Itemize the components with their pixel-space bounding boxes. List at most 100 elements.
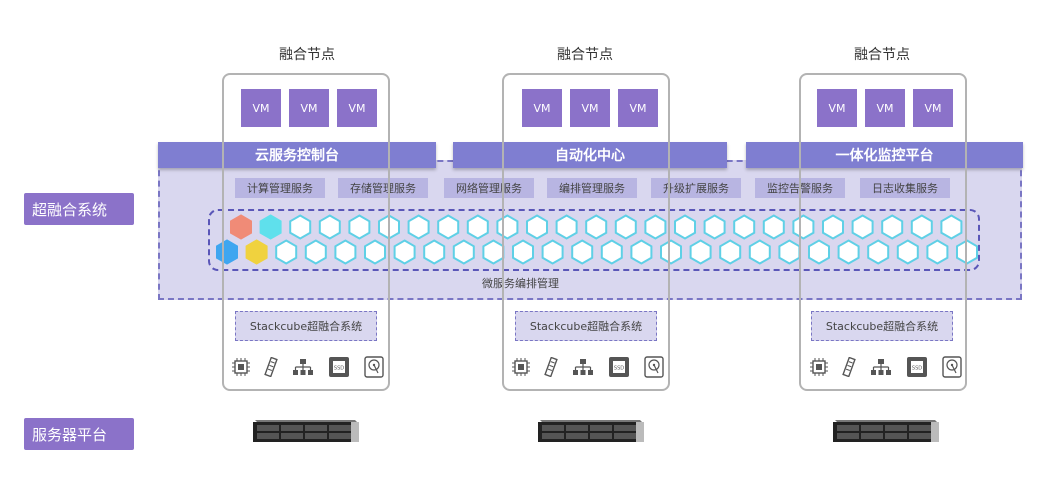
microservice-hexagon <box>808 239 830 265</box>
microservice-hexagon <box>614 214 637 240</box>
stackcube-box: Stackcube超融合系统 <box>515 311 657 341</box>
node-title: 融合节点 <box>557 47 613 63</box>
server-rack-icon <box>538 420 644 442</box>
microservice-hexagon <box>318 214 341 240</box>
microservice-hexagon <box>304 239 327 265</box>
network-icon <box>293 359 313 375</box>
microservice-hexagon <box>348 214 371 240</box>
hdd-icon <box>644 356 664 378</box>
microservice-hexagon <box>437 214 460 240</box>
service-chip: 存储管理服务 <box>338 178 428 198</box>
node-box <box>502 73 670 391</box>
microservice-hexagon <box>466 214 489 240</box>
microservice-hexagon <box>703 214 726 240</box>
microservice-hexagon <box>275 239 298 265</box>
microservice-hexagon <box>245 239 268 265</box>
vm-row: VM VM VM <box>522 89 658 127</box>
cpu-icon <box>232 358 250 376</box>
network-icon <box>871 359 891 375</box>
microservice-hexagon <box>660 239 682 265</box>
microservice-hexagon <box>940 214 963 240</box>
microservice-hexagon <box>526 214 548 240</box>
microservice-hexagon <box>689 239 712 265</box>
service-chip: 编排管理服务 <box>547 178 637 198</box>
band-monitoring-platform: 一体化监控平台 <box>746 142 1023 168</box>
microservice-hexagon <box>733 214 756 240</box>
microservice-hexagon <box>364 239 386 265</box>
vm-block: VM <box>618 89 658 127</box>
vm-block: VM <box>865 89 905 127</box>
ssd-icon: SSD <box>329 357 349 377</box>
microservice-hexagon <box>555 214 578 240</box>
ssd-icon: SSD <box>907 357 927 377</box>
microservice-hexagon <box>881 214 904 240</box>
microservice-hexagon <box>600 239 623 265</box>
node-title: 融合节点 <box>854 47 910 63</box>
vm-block: VM <box>913 89 953 127</box>
vm-block: VM <box>570 89 610 127</box>
microservice-hexagon <box>837 239 860 265</box>
microservice-hexagon <box>423 239 446 265</box>
vm-block: VM <box>337 89 377 127</box>
ssd-icon: SSD <box>609 357 629 377</box>
microservice-hexagon <box>289 214 312 240</box>
microservice-hexagon <box>482 239 505 265</box>
vm-block: VM <box>817 89 857 127</box>
memory-icon <box>544 357 558 377</box>
node-box <box>222 73 390 391</box>
microservice-hexagon <box>778 239 801 265</box>
hardware-icons: SSD <box>810 356 962 378</box>
vm-block: VM <box>241 89 281 127</box>
service-chip: 升级扩展服务 <box>651 178 741 198</box>
service-chip: 计算管理服务 <box>235 178 325 198</box>
stackcube-box: Stackcube超融合系统 <box>235 311 377 341</box>
microservice-hexagon <box>585 214 608 240</box>
microservice-hexagon <box>407 214 430 240</box>
memory-icon <box>264 357 278 377</box>
label-server-platform: 服务器平台 <box>24 418 134 450</box>
vm-block: VM <box>522 89 562 127</box>
microservice-hexagon <box>541 239 564 265</box>
node-box <box>799 73 967 391</box>
cpu-icon <box>512 358 530 376</box>
band-automation-center: 自动化中心 <box>453 142 727 168</box>
svg-text:SSD: SSD <box>334 366 344 372</box>
microservice-hexagon <box>762 214 785 240</box>
microservice-hexagon <box>259 214 282 240</box>
microservice-hexagon <box>512 239 534 265</box>
vm-row: VM VM VM <box>817 89 953 127</box>
microservice-hexagon <box>644 214 667 240</box>
service-chip: 网络管理服务 <box>444 178 534 198</box>
microservice-hexagon <box>630 239 653 265</box>
label-hci-system: 超融合系统 <box>24 193 134 225</box>
stackcube-box: Stackcube超融合系统 <box>811 311 953 341</box>
microservice-hexagon <box>867 239 890 265</box>
microservice-hexagon <box>748 239 771 265</box>
microservice-hexagon <box>926 239 949 265</box>
vm-block: VM <box>289 89 329 127</box>
memory-icon <box>842 357 856 377</box>
node-title: 融合节点 <box>279 47 335 63</box>
service-chip: 日志收集服务 <box>860 178 950 198</box>
microservice-area <box>208 209 980 271</box>
server-rack-icon <box>833 420 939 442</box>
hdd-icon <box>364 356 384 378</box>
hardware-icons: SSD <box>512 356 664 378</box>
microservice-hexagon <box>719 239 742 265</box>
microservice-hexagon <box>956 239 978 265</box>
hardware-icons: SSD <box>232 356 384 378</box>
server-rack-icon <box>253 420 359 442</box>
microservice-hexagon <box>674 214 696 240</box>
microservice-hexagon <box>393 239 416 265</box>
microservice-label: 微服务编排管理 <box>482 277 559 290</box>
microservice-hexagon <box>452 239 475 265</box>
microservice-hexagon <box>571 239 594 265</box>
microservice-hexagon <box>792 214 815 240</box>
svg-text:SSD: SSD <box>614 366 624 372</box>
vm-row: VM VM VM <box>241 89 377 127</box>
microservice-hexagon <box>851 214 874 240</box>
microservice-hexagon <box>910 214 933 240</box>
microservice-hexagon <box>230 214 252 240</box>
microservice-hexagons <box>216 214 978 265</box>
microservice-hexagon <box>334 239 357 265</box>
